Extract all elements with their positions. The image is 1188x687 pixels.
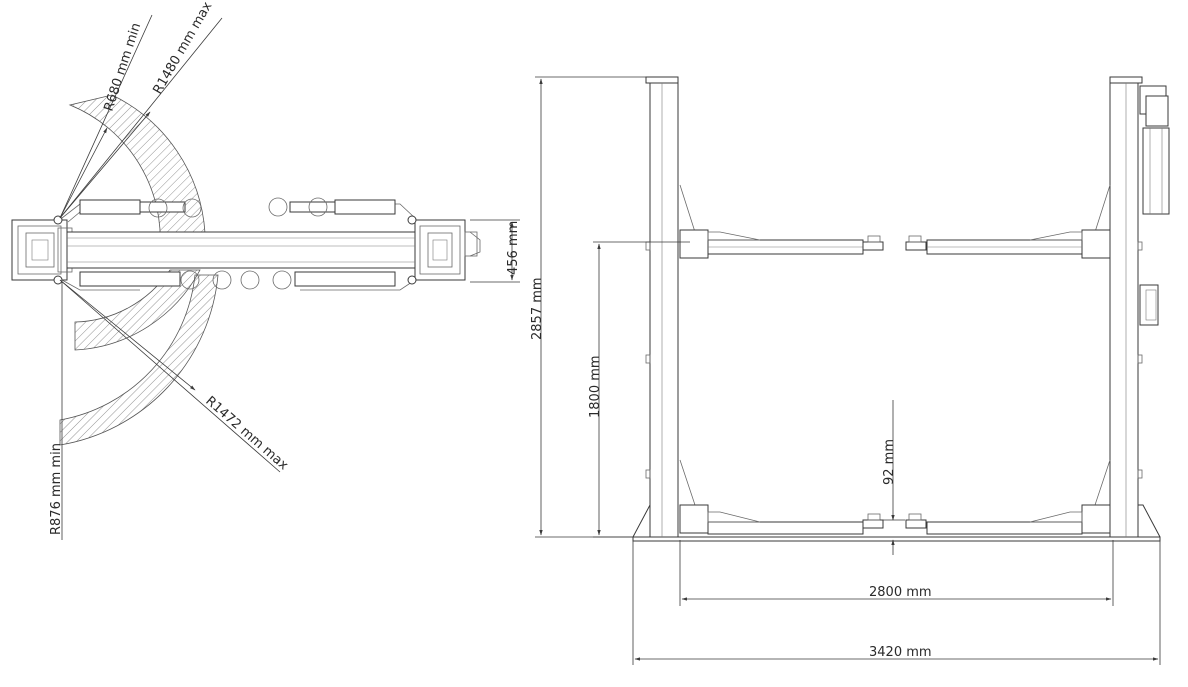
dim-2857	[535, 76, 648, 538]
upper-arms	[679, 184, 1111, 259]
right-column	[1109, 76, 1170, 538]
floor-plate	[66, 231, 416, 269]
right-post-base	[414, 219, 481, 281]
left-column	[645, 76, 679, 538]
label-2800: 2800 mm	[869, 585, 932, 600]
label-456: 456 mm	[506, 221, 521, 275]
lower-arms	[679, 459, 1111, 535]
label-3420: 3420 mm	[869, 645, 932, 660]
dim-92	[880, 400, 905, 555]
label-92: 92 mm	[882, 439, 897, 485]
dim-1800	[593, 241, 690, 538]
label-r1472-max: R1472 mm max	[202, 394, 291, 474]
lift-arms-top	[53, 197, 417, 291]
dim-2800	[679, 540, 1114, 606]
left-post-base	[11, 219, 73, 281]
dim-456	[470, 219, 520, 283]
radius-leaders	[59, 14, 281, 540]
label-2857: 2857 mm	[530, 277, 545, 340]
swing-area-lower-arm-1	[74, 269, 201, 351]
base-plate	[632, 536, 1161, 542]
front-view: 2857 mm 1800 mm 92 mm 2800 mm 3420 m	[530, 76, 1170, 665]
label-r1480-max: R1480 mm max	[150, 0, 215, 97]
label-r680-min: R680 mm min	[102, 21, 145, 113]
label-1800: 1800 mm	[588, 355, 603, 418]
top-view: R680 mm min R1480 mm max R1472 mm max R8…	[11, 0, 521, 540]
dim-3420	[632, 541, 1161, 665]
swing-area-lower-arm-2	[59, 274, 219, 446]
label-r876-min: R876 mm min	[49, 443, 64, 535]
